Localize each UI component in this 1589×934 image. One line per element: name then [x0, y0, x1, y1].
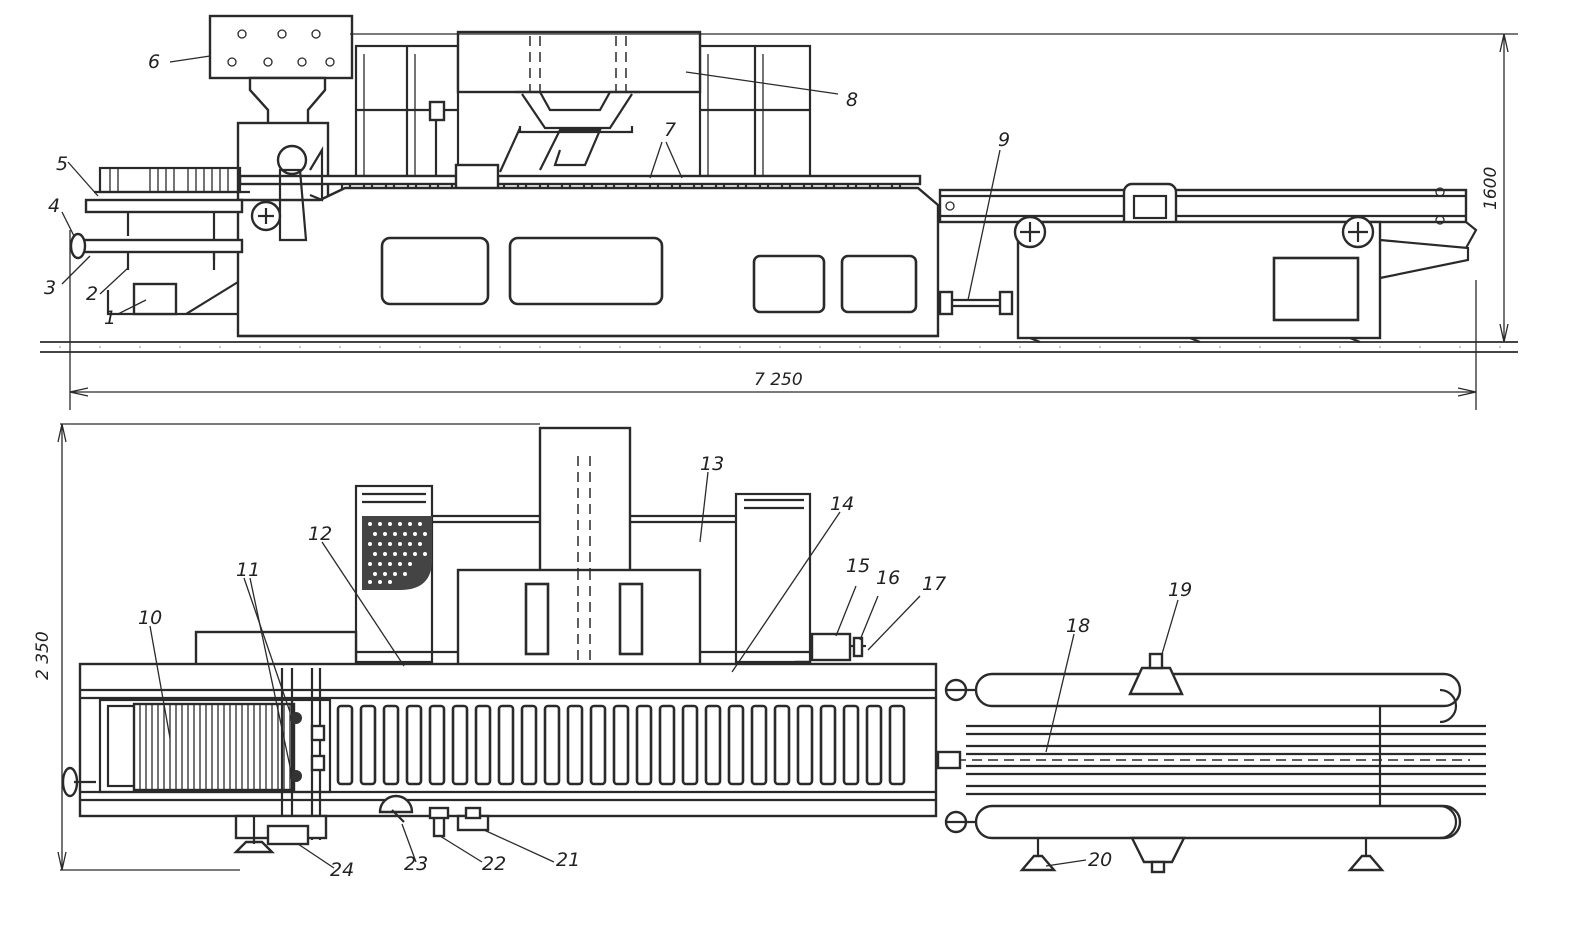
guide-rod: [428, 100, 446, 182]
mould-cavities: [336, 704, 906, 786]
machine-bed: [236, 186, 940, 338]
width-label: 2 350: [33, 631, 53, 680]
filler-drive-arm: [498, 127, 602, 173]
plan-view: 2 350: [33, 423, 1486, 881]
callout-17: 17: [922, 573, 946, 595]
overall-length-label: 7 250: [754, 370, 803, 390]
callout-19: 19: [1168, 579, 1192, 601]
upper-frame: [354, 484, 812, 664]
callout-21: 21: [556, 849, 580, 871]
overall-length-dimension: 7 250: [69, 230, 1477, 410]
filler-mesh: [362, 516, 432, 590]
height-dimension: 1600: [350, 33, 1518, 343]
callout-8: 8: [846, 89, 858, 111]
coupling-shaft: [938, 290, 1014, 316]
callout-22: 22: [482, 853, 506, 875]
callout-9: 9: [998, 129, 1010, 151]
side-shelf: [194, 630, 358, 670]
callout-10: 10: [138, 607, 162, 629]
callout-4: 4: [48, 195, 60, 217]
leader-lines-plan: [149, 471, 1179, 869]
plan-cooling-conveyor: [936, 652, 1486, 874]
callout-5: 5: [56, 153, 68, 175]
callout-1: 1: [104, 307, 116, 329]
callout-16: 16: [876, 567, 900, 589]
head-handwheel: [250, 144, 324, 242]
callout-12: 12: [308, 523, 332, 545]
feed-shaft: [69, 232, 244, 270]
callout-14: 14: [830, 493, 854, 515]
floor: [40, 341, 1518, 353]
callout-15: 15: [846, 555, 870, 577]
width-dimension: 2 350: [33, 423, 540, 871]
callout-2: 2: [86, 283, 98, 305]
callout-13: 13: [700, 453, 724, 475]
leader-lines-top: [61, 55, 1001, 315]
callout-11: 11: [236, 559, 260, 581]
front-fittings: [233, 794, 490, 854]
side-elevation-view: 7 250 1600 6 5 4 3 2 1 8 7: [40, 14, 1518, 410]
callout-20: 20: [1088, 849, 1112, 871]
pusher-rods: [280, 668, 326, 840]
cooling-conveyor: [938, 182, 1478, 344]
base-block: [106, 281, 239, 316]
height-label: 1600: [1481, 167, 1501, 210]
callout-6: 6: [148, 51, 160, 73]
mould-plate-stack: [132, 702, 296, 792]
callout-3: 3: [44, 277, 56, 299]
control-panel: [208, 14, 354, 127]
callout-7: 7: [664, 119, 676, 141]
glazed-frame-right: [698, 44, 812, 178]
callout-18: 18: [1066, 615, 1090, 637]
callout-24: 24: [330, 859, 354, 881]
floor-hatching: [59, 346, 1501, 348]
dosing-hopper: [456, 30, 702, 134]
feed-table: [84, 166, 250, 260]
callout-23: 23: [404, 853, 428, 875]
